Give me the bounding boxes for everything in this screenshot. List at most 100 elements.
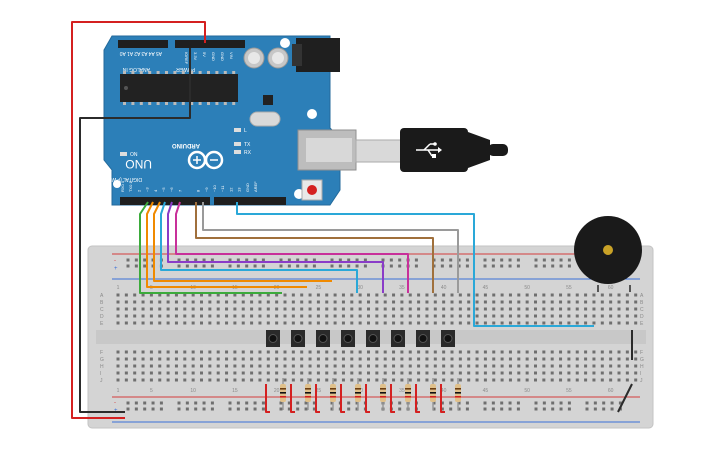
breadboard-hole xyxy=(300,314,304,318)
breadboard-hole xyxy=(233,300,237,304)
breadboard-hole xyxy=(483,307,487,311)
resistor xyxy=(455,378,461,410)
breadboard-hole xyxy=(433,307,437,311)
resistor xyxy=(305,378,311,410)
breadboard-hole xyxy=(275,378,279,382)
breadboard-hole xyxy=(400,357,404,361)
rail-hole xyxy=(245,258,249,262)
rail-hole xyxy=(516,401,520,405)
breadboard-hole xyxy=(542,364,546,368)
breadboard-hole xyxy=(325,321,329,325)
breadboard-hole xyxy=(200,357,203,361)
rail-hole xyxy=(500,258,504,262)
breadboard-hole xyxy=(133,350,137,354)
breadboard-hole xyxy=(559,293,563,297)
breadboard-hole xyxy=(258,321,262,325)
rail-hole xyxy=(159,407,163,411)
breadboard-hole xyxy=(350,350,354,354)
rail-hole xyxy=(185,401,189,405)
breadboard-hole xyxy=(442,357,446,361)
breadboard-hole xyxy=(166,293,170,297)
breadboard-hole xyxy=(141,314,145,318)
breadboard-hole xyxy=(392,350,396,354)
led-on xyxy=(120,152,127,156)
breadboard-hole xyxy=(275,300,279,304)
rail-hole xyxy=(347,407,351,411)
arduino-model-text: UNO xyxy=(125,157,152,171)
breadboard-hole xyxy=(174,321,178,325)
chip-pin xyxy=(223,102,227,105)
breadboard-hole xyxy=(308,321,312,325)
power-pin-label: IOREF xyxy=(184,52,189,65)
breadboard-hole xyxy=(341,293,345,297)
power-header-label: POWER xyxy=(176,66,195,72)
digital-pin-label: ~9 xyxy=(204,187,209,192)
breadboard-hole xyxy=(517,378,521,382)
breadboard-hole xyxy=(183,307,187,311)
breadboard-hole xyxy=(133,293,137,297)
breadboard-hole xyxy=(625,300,629,304)
rail-hole xyxy=(534,264,538,268)
resistor-band xyxy=(305,388,311,390)
rail-hole xyxy=(347,258,351,262)
breadboard-hole xyxy=(375,321,379,325)
breadboard-hole xyxy=(166,321,170,325)
breadboard-hole xyxy=(275,293,279,297)
breadboard-hole xyxy=(149,293,153,297)
breadboard-hole xyxy=(567,378,571,382)
column-number-top: 50 xyxy=(524,285,530,291)
breadboard-hole xyxy=(600,371,604,375)
breadboard-hole xyxy=(417,307,421,311)
breadboard-hole xyxy=(367,350,370,354)
analog-header-label: ANALOG IN xyxy=(122,66,150,72)
breadboard-hole xyxy=(475,293,479,297)
breadboard-hole xyxy=(341,350,345,354)
chip-pin xyxy=(181,71,185,74)
breadboard-hole xyxy=(625,364,629,368)
breadboard-hole xyxy=(400,364,404,368)
rail-hole xyxy=(355,264,359,268)
breadboard-hole xyxy=(316,357,320,361)
breadboard-hole xyxy=(241,357,245,361)
breadboard-hole xyxy=(316,293,320,297)
breadboard-hole xyxy=(216,293,220,297)
arduino-brand-text: ARDUINO xyxy=(172,142,200,148)
column-number-bottom: 5 xyxy=(150,388,153,394)
breadboard-hole xyxy=(584,321,588,325)
breadboard-hole xyxy=(575,293,579,297)
rail-hole xyxy=(585,401,589,405)
breadboard-hole xyxy=(450,378,454,382)
rail-hole xyxy=(389,258,393,262)
breadboard-hole xyxy=(191,364,195,368)
breadboard-hole xyxy=(225,314,229,318)
breadboard-hole xyxy=(200,321,203,325)
breadboard-hole xyxy=(575,321,579,325)
breadboard-hole xyxy=(208,357,212,361)
breadboard-hole xyxy=(584,371,588,375)
breadboard-hole xyxy=(408,307,412,311)
breadboard-hole xyxy=(483,300,487,304)
breadboard-hole xyxy=(517,307,521,311)
breadboard-hole xyxy=(634,378,638,382)
rail-sign: - xyxy=(114,258,116,264)
breadboard-hole xyxy=(600,293,604,297)
rail-hole xyxy=(567,407,571,411)
breadboard-hole xyxy=(141,364,145,368)
breadboard-hole xyxy=(216,371,220,375)
breadboard-hole xyxy=(141,371,145,375)
rail-hole xyxy=(593,401,597,405)
breadboard-hole xyxy=(400,350,404,354)
breadboard-hole xyxy=(525,300,529,304)
breadboard-hole xyxy=(200,314,203,318)
breadboard-hole xyxy=(283,307,287,311)
row-letter-left: J xyxy=(100,378,103,384)
rail-hole xyxy=(296,401,300,405)
rail-hole xyxy=(465,258,469,262)
breadboard-hole xyxy=(525,364,529,368)
breadboard-hole xyxy=(291,350,295,354)
breadboard-hole xyxy=(534,307,537,311)
breadboard-hole xyxy=(174,314,178,318)
breadboard-hole xyxy=(492,364,496,368)
led-l xyxy=(234,128,241,132)
rail-hole xyxy=(296,258,300,262)
